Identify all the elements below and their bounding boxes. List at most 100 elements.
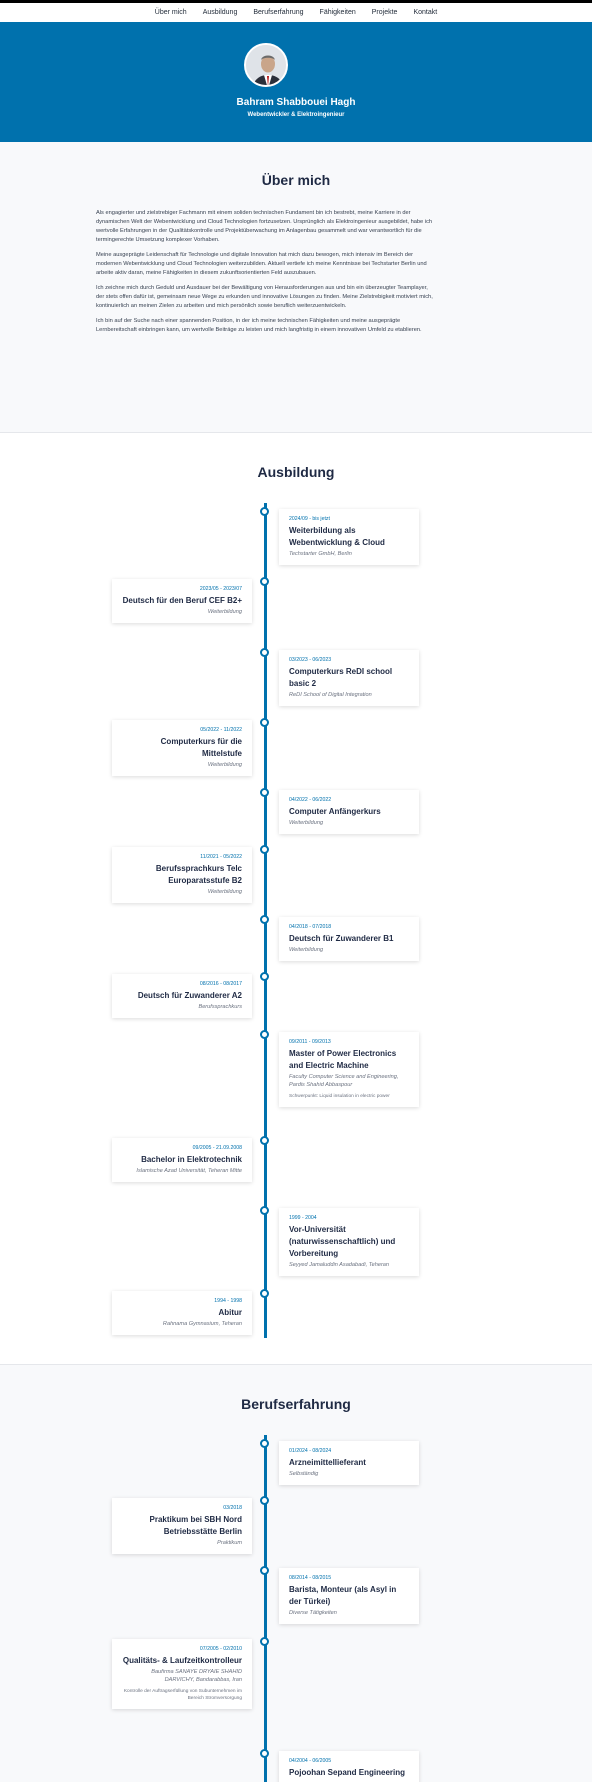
card-date: 11/2021 - 05/2022: [200, 854, 242, 860]
card-org: Islamische Azad Universität, Teheran Mit…: [136, 1168, 242, 1174]
card-description: Schwerpunkt: Liquid insulation in electr…: [289, 1094, 390, 1099]
card-org: Weiterbildung: [289, 947, 324, 953]
experience-section: Berufserfahrung 01/2024 - 08/2024 Arznei…: [0, 1365, 592, 1782]
card-org: Diverse Tätigkeiten: [289, 1610, 337, 1616]
hero-section: Bahram Shabbouei Hagh Webentwickler & El…: [0, 22, 592, 142]
about-section: Über mich Als engagierter und zielstrebi…: [0, 142, 592, 433]
timeline-dot: [260, 1496, 269, 1505]
card-date: 04/2018 - 07/2018: [289, 924, 332, 930]
card-title: Bachelor in Elektrotechnik: [141, 1155, 242, 1164]
education-card: 2024/09 - bis jetzt Weiterbildung als We…: [279, 509, 419, 565]
about-paragraph: Ich bin auf der Suche nach einer spannen…: [96, 318, 422, 333]
card-date: 03/2023 - 06/2023: [289, 657, 332, 663]
nav-item-about[interactable]: Über mich: [154, 9, 187, 16]
experience-card: 03/2018 Praktikum bei SBH Nord Betriebss…: [112, 1498, 252, 1554]
about-paragraph: Als engagierter und zielstrebiger Fachma…: [96, 210, 433, 243]
card-date: 05/2022 - 11/2022: [200, 727, 242, 733]
avatar: [244, 43, 288, 87]
card-title: Computerkurs ReDI school basic 2: [289, 667, 393, 688]
experience-card: 08/2014 - 08/2015 Barista, Monteur (als …: [279, 1568, 419, 1624]
timeline-dot: [260, 788, 269, 797]
top-bar: [0, 0, 592, 3]
timeline-dot: [260, 972, 269, 981]
card-title: Barista, Monteur (als Asyl in der Türkei…: [289, 1585, 397, 1606]
card-date: 04/2022 - 06/2022: [289, 797, 332, 803]
experience-card: 04/2004 - 06/2005 Pojoohan Sepand Engine…: [279, 1751, 419, 1782]
nav-item-experience[interactable]: Berufserfahrung: [253, 9, 304, 16]
card-org: Berufssprachkurs: [198, 1004, 242, 1010]
timeline-dot: [260, 1206, 269, 1215]
card-date: 08/2016 - 08/2017: [199, 981, 242, 987]
education-card: 05/2022 - 11/2022 Computerkurs für die M…: [112, 720, 252, 776]
timeline-dot: [260, 1637, 269, 1646]
card-title: Pojoohan Sepand Engineering: [289, 1768, 406, 1777]
education-card: 03/2023 - 06/2023 Computerkurs ReDI scho…: [279, 650, 419, 706]
main-nav: Über mich Ausbildung Berufserfahrung Fäh…: [0, 3, 592, 22]
card-date: 09/2011 - 09/2013: [289, 1039, 331, 1045]
card-title: Computerkurs für die Mittelstufe: [160, 737, 242, 758]
education-card: 1994 - 1998 Abitur Rahnama Gymnasium, Te…: [112, 1291, 252, 1335]
nav-item-skills[interactable]: Fähigkeiten: [319, 9, 356, 16]
experience-timeline-line: [264, 1435, 267, 1782]
card-title: Qualitäts- & Laufzeitkontrolleur: [122, 1656, 242, 1665]
timeline-dot: [260, 648, 269, 657]
card-date: 08/2014 - 08/2015: [289, 1575, 332, 1581]
card-org: Weiterbildung: [207, 889, 242, 895]
card-org: Baufirma SANAYE DRYAIE SHAHID DARVICHY, …: [151, 1669, 242, 1683]
experience-card: 07/2005 - 02/2010 Qualitäts- & Laufzeitk…: [112, 1639, 252, 1709]
card-date: 2024/09 - bis jetzt: [289, 516, 330, 522]
card-org: Praktikum: [217, 1540, 242, 1546]
about-paragraph: Meine ausgeprägte Leidenschaft für Techn…: [96, 252, 427, 276]
education-card: 1999 - 2004 Vor-Universität (naturwissen…: [279, 1208, 419, 1276]
card-title: Computer Anfängerkurs: [289, 807, 381, 816]
education-card: 09/2005 - 21.09.2008 Bachelor in Elektro…: [112, 1138, 252, 1182]
card-org: Faculty Computer Science and Engineering…: [289, 1074, 399, 1088]
card-org: ReDI School of Digital Integration: [289, 692, 372, 698]
card-title: Berufssprachkurs Telc Europaratsstufe B2: [155, 864, 242, 885]
timeline-dot: [260, 1030, 269, 1039]
about-paragraph: Ich zeichne mich durch Geduld und Ausdau…: [96, 285, 433, 309]
card-description: Kontrolle der Auftragserfüllung von Subu…: [123, 1689, 242, 1701]
card-title: Deutsch für Zuwanderer B1: [289, 934, 394, 943]
card-org: Techstarter GmbH, Berlin: [289, 551, 352, 557]
card-title: Master of Power Electronics and Electric…: [289, 1049, 397, 1070]
card-date: 1994 - 1998: [214, 1298, 242, 1304]
card-org: Weiterbildung: [289, 820, 324, 826]
timeline-dot: [260, 1289, 269, 1298]
nav-item-education[interactable]: Ausbildung: [202, 9, 238, 16]
card-org: Weiterbildung: [207, 609, 242, 615]
nav-item-contact[interactable]: Kontakt: [413, 9, 438, 16]
card-org: Weiterbildung: [207, 762, 242, 768]
card-title: Vor-Universität (naturwissenschaftlich) …: [289, 1225, 396, 1258]
card-title: Deutsch für den Beruf CEF B2+: [122, 596, 242, 605]
education-card: 04/2022 - 06/2022 Computer Anfängerkurs …: [279, 790, 419, 834]
card-date: 03/2018: [223, 1505, 242, 1511]
about-title: Über mich: [261, 172, 331, 188]
timeline-dot: [260, 915, 269, 924]
profile-photo-icon: [246, 45, 286, 85]
card-date: 1999 - 2004: [289, 1215, 317, 1221]
hero-subtitle: Webentwickler & Elektroingenieur: [247, 112, 345, 118]
education-card: 09/2011 - 09/2013 Master of Power Electr…: [279, 1032, 419, 1107]
education-card: 08/2016 - 08/2017 Deutsch für Zuwanderer…: [112, 974, 252, 1018]
timeline-dot: [260, 577, 269, 586]
about-text: Als engagierter und zielstrebiger Fachma…: [96, 209, 436, 341]
card-date: 04/2004 - 06/2005: [289, 1758, 332, 1764]
education-card: 04/2018 - 07/2018 Deutsch für Zuwanderer…: [279, 917, 419, 961]
card-org: Rahnama Gymnasium, Teheran: [162, 1321, 242, 1327]
card-date: 01/2024 - 08/2024: [289, 1448, 332, 1454]
experience-card: 01/2024 - 08/2024 Arzneimittellieferant …: [279, 1441, 419, 1485]
card-date: 2023/05 - 2023/07: [199, 586, 242, 592]
card-title: Weiterbildung als Webentwicklung & Cloud: [289, 526, 385, 547]
timeline-dot: [260, 1136, 269, 1145]
timeline-dot: [260, 1566, 269, 1575]
timeline-dot: [260, 845, 269, 854]
timeline-dot: [260, 507, 269, 516]
card-date: 09/2005 - 21.09.2008: [192, 1145, 242, 1151]
card-title: Praktikum bei SBH Nord Betriebsstätte Be…: [149, 1515, 242, 1536]
nav-item-projects[interactable]: Projekte: [371, 9, 398, 16]
timeline-dot: [260, 718, 269, 727]
education-card: 11/2021 - 05/2022 Berufssprachkurs Telc …: [112, 847, 252, 903]
experience-title: Berufserfahrung: [241, 1396, 351, 1412]
education-title: Ausbildung: [257, 464, 335, 480]
